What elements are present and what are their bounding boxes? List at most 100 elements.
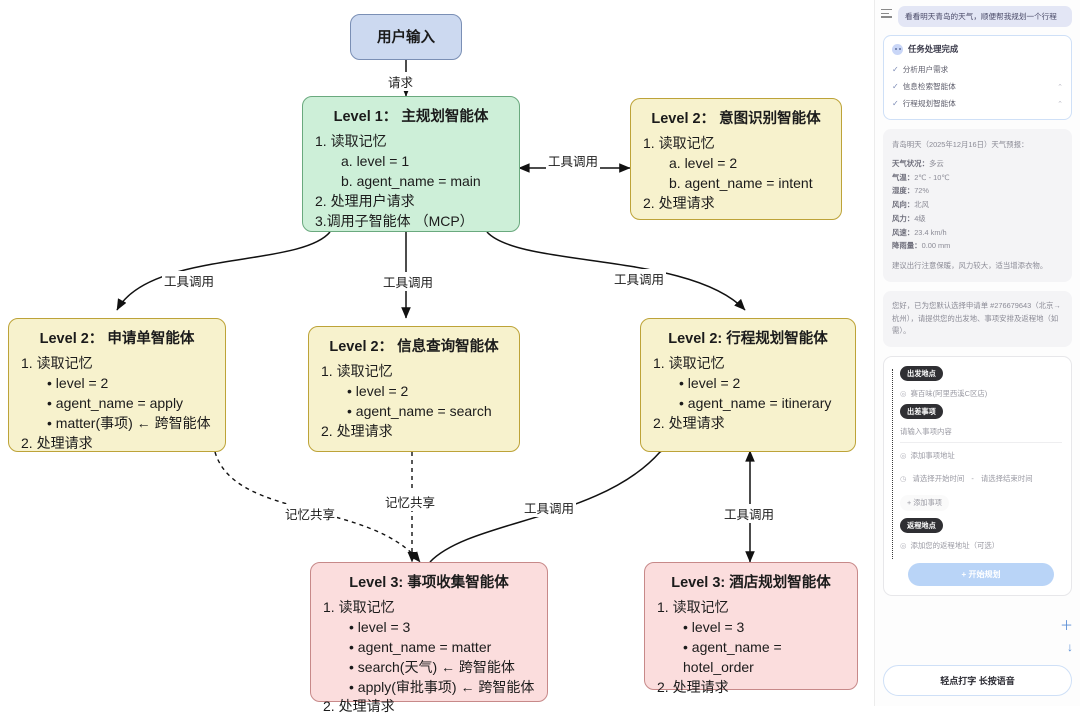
node-title: Level 3: 事项收集智能体: [349, 575, 509, 591]
edge-label-memory-share-apply: 记忆共享: [283, 504, 338, 523]
node-line: 2. 处理请求: [321, 422, 393, 439]
node-body: 1. 读取记忆 • level = 3 • agent_name = hotel…: [657, 598, 845, 697]
weather-row: 湿度：72%: [892, 184, 1063, 198]
task-step[interactable]: ✓ 分析用户需求: [892, 61, 1063, 78]
menu-icon[interactable]: [881, 9, 892, 18]
node-line: 1. 读取记忆: [321, 363, 393, 379]
node-line: b. agent_name = main: [341, 172, 481, 189]
weather-value: 72%: [914, 186, 929, 196]
node-title: Level 2： 意图识别智能体: [651, 111, 821, 127]
node-line: a. level = 1: [341, 152, 410, 169]
node-level2-search[interactable]: Level 2： 信息查询智能体 1. 读取记忆 • level = 2 • a…: [308, 326, 520, 452]
weather-row: 气温：2℃ - 10℃: [892, 171, 1063, 185]
end-time-input[interactable]: 请选择结束时间: [980, 474, 1033, 484]
node-level1-main[interactable]: Level 1： 主规划智能体 1. 读取记忆 a. level = 1 b. …: [302, 96, 520, 232]
task-step-label: 行程规划智能体: [902, 99, 956, 109]
matter-time-range[interactable]: ◷ 请选择开始时间 - 请选择结束时间: [900, 466, 1062, 489]
node-line: • matter(事项) ← 跨智能体: [47, 414, 211, 431]
timeline-rail: [892, 369, 893, 560]
node-line: • agent_name = search: [347, 402, 492, 419]
node-body: 1. 读取记忆 • level = 2 • agent_name = itine…: [653, 354, 843, 434]
node-line: 2. 处理用户请求: [315, 192, 415, 209]
node-body: 1. 读取记忆 a. level = 1 b. agent_name = mai…: [315, 132, 507, 231]
voice-input-button[interactable]: 轻点打字 长按语音: [883, 665, 1072, 696]
node-level2-apply[interactable]: Level 2： 申请单智能体 1. 读取记忆 • level = 2 • ag…: [8, 318, 226, 452]
node-user-input[interactable]: 用户输入: [350, 14, 462, 60]
weather-key: 降雨量：: [892, 241, 922, 251]
node-line: 3.调用子智能体 （MCP）: [315, 212, 474, 229]
weather-key: 风力：: [892, 213, 915, 223]
chevron-up-icon[interactable]: ⌃: [1057, 83, 1063, 91]
weather-lead: 青岛明天（2025年12月16日）天气预报：: [892, 140, 1029, 150]
weather-row: 风力：4级: [892, 212, 1063, 226]
weather-advice: 建议出行注意保暖，风力较大，适当增添衣物。: [892, 260, 1048, 270]
node-level3-matter[interactable]: Level 3: 事项收集智能体 1. 读取记忆 • level = 3 • a…: [310, 562, 548, 714]
node-level3-hotel[interactable]: Level 3: 酒店规划智能体 1. 读取记忆 • level = 3 • a…: [644, 562, 858, 695]
node-title: 用户输入: [377, 29, 435, 46]
weather-value: 23.4 km/h: [914, 227, 947, 237]
task-step[interactable]: ✓ 行程规划智能体 ⌃: [892, 95, 1063, 112]
task-card-title-row: 任务处理完成: [892, 43, 1063, 55]
start-planning-button[interactable]: + 开始规划: [908, 563, 1054, 587]
return-pill: 返程地点: [900, 518, 943, 534]
agent-architecture-diagram: 用户输入 Level 1： 主规划智能体 1. 读取记忆 a. level = …: [8, 14, 858, 715]
node-title: Level 2： 申请单智能体: [39, 331, 195, 347]
edge-label-tool-call-intent: 工具调用: [546, 151, 601, 170]
node-line: 2. 处理请求: [323, 698, 395, 715]
edge-label-tool-call-apply: 工具调用: [162, 271, 217, 290]
weather-report-block: 青岛明天（2025年12月16日）天气预报： 天气状况：多云 气温：2℃ - 1…: [883, 129, 1072, 282]
node-level2-intent[interactable]: Level 2： 意图识别智能体 1. 读取记忆 a. level = 2 b.…: [630, 98, 842, 220]
weather-value: 北风: [914, 200, 929, 210]
task-step-label: 信息检索智能体: [902, 82, 956, 92]
node-level2-itinerary[interactable]: Level 2: 行程规划智能体 1. 读取记忆 • level = 2 • a…: [640, 318, 856, 452]
weather-key: 湿度：: [892, 186, 915, 196]
node-line: 2. 处理请求: [653, 414, 725, 431]
node-body: 1. 读取记忆 a. level = 2 b. agent_name = int…: [643, 134, 829, 214]
node-line: • agent_name = apply: [47, 394, 184, 411]
robot-icon: [892, 43, 903, 55]
add-matter-button[interactable]: + 添加事项: [900, 495, 949, 512]
matter-address-input[interactable]: ◎添加事项地址: [900, 451, 955, 461]
task-step[interactable]: ✓ 信息检索智能体 ⌃: [892, 78, 1063, 95]
weather-key: 天气状况：: [892, 159, 929, 169]
start-time-input[interactable]: 请选择开始时间: [912, 474, 965, 484]
node-title: Level 2: 行程规划智能体: [668, 331, 828, 347]
node-line: 2. 处理请求: [643, 194, 715, 211]
return-address-input[interactable]: ◎添加您的返程地址（可选）: [900, 541, 1000, 551]
chevron-up-icon[interactable]: ⌃: [1057, 100, 1063, 108]
node-line: • agent_name = itinerary: [679, 394, 832, 411]
arrow-down-icon[interactable]: ↓: [1067, 640, 1073, 654]
location-pin-icon: ◎: [900, 389, 907, 399]
weather-row: 风向：北风: [892, 198, 1063, 212]
edge-label-tool-call-search: 工具调用: [381, 272, 436, 291]
task-status-card[interactable]: 任务处理完成 ✓ 分析用户需求 ✓ 信息检索智能体 ⌃ ✓ 行程规划智能体 ⌃: [883, 35, 1072, 121]
origin-value[interactable]: ◎赛百味(阿里西溪C区店): [900, 389, 988, 399]
trip-form-card[interactable]: 出发地点 ◎赛百味(阿里西溪C区店) 出差事项 请输入事项内容 ◎添加事项地址 …: [883, 356, 1072, 597]
matter-content-input[interactable]: 请输入事项内容: [900, 419, 1062, 444]
weather-key: 气温：: [892, 172, 915, 182]
node-title: Level 3: 酒店规划智能体: [671, 575, 831, 591]
node-line: 1. 读取记忆: [657, 599, 729, 615]
weather-row: 风速：23.4 km/h: [892, 226, 1063, 240]
node-line: b. agent_name = intent: [669, 174, 813, 191]
node-title: Level 1： 主规划智能体: [333, 109, 489, 125]
edge-label-request: 请求: [386, 72, 416, 91]
plus-icon[interactable]: ＋: [1059, 618, 1073, 633]
weather-key: 风速：: [892, 227, 915, 237]
task-card-title: 任务处理完成: [908, 44, 959, 55]
location-pin-icon: ◎: [900, 451, 907, 461]
node-line: 1. 读取记忆: [643, 135, 715, 151]
node-line: 2. 处理请求: [21, 434, 93, 451]
chat-header: 看看明天青岛的天气，顺便帮我规划一个行程: [875, 0, 1080, 35]
check-icon: ✓: [892, 82, 899, 92]
weather-value: 0.00 mm: [921, 241, 951, 251]
chat-panel: 看看明天青岛的天气，顺便帮我规划一个行程 任务处理完成 ✓ 分析用户需求 ✓ 信…: [874, 0, 1080, 706]
node-line: • level = 2: [347, 382, 409, 399]
node-line: 2. 处理请求: [657, 678, 729, 695]
weather-value: 4级: [914, 213, 926, 223]
node-title: Level 2： 信息查询智能体: [329, 339, 499, 355]
weather-row: 天气状况：多云: [892, 157, 1063, 171]
location-pin-icon: ◎: [900, 541, 907, 551]
node-line: 1. 读取记忆: [21, 355, 93, 371]
node-line: • level = 2: [679, 374, 741, 391]
